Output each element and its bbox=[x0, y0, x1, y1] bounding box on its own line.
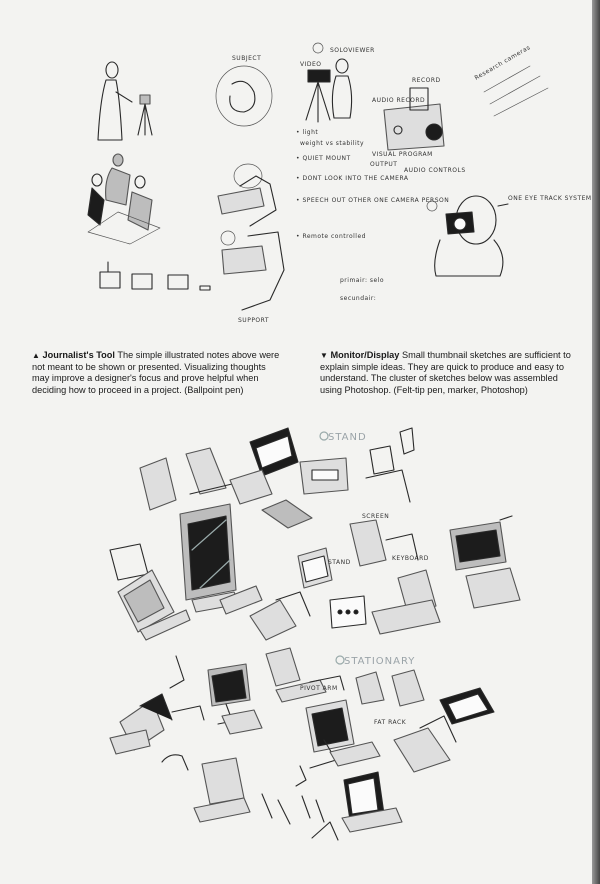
svg-text:weight vs stability: weight vs stability bbox=[300, 140, 364, 147]
caption-title: Monitor/Display bbox=[330, 350, 400, 360]
svg-text:STATIONARY: STATIONARY bbox=[344, 656, 415, 667]
presenter-figure-sketch bbox=[97, 61, 153, 141]
svg-text:SCREEN: SCREEN bbox=[362, 513, 389, 520]
thumbnail-boxes-sketch bbox=[99, 261, 211, 291]
side-note: Research cameras bbox=[474, 44, 549, 117]
down-triangle-icon: ▼ bbox=[320, 351, 328, 360]
caption-journalist-tool: ▲ Journalist's Tool The simple illustrat… bbox=[32, 350, 284, 396]
caption-body: The simple illustrated notes above were … bbox=[32, 350, 280, 395]
up-triangle-icon: ▲ bbox=[32, 351, 40, 360]
svg-text:SOLOVIEWER: SOLOVIEWER bbox=[330, 47, 375, 54]
journalist-sketches: SUBJECT SUPPORT SOLOVIEWER VIDEO bbox=[87, 42, 592, 324]
svg-text:AUDIO CONTROLS: AUDIO CONTROLS bbox=[404, 167, 466, 174]
subject-sketch: SUBJECT bbox=[215, 55, 273, 127]
svg-text:FAT RACK: FAT RACK bbox=[374, 719, 407, 726]
svg-text:KEYBOARD: KEYBOARD bbox=[392, 555, 429, 562]
svg-text:• light: • light bbox=[296, 129, 318, 136]
monitor-sketches: STAND STATIONARY bbox=[109, 427, 521, 841]
caption-title: Journalist's Tool bbox=[42, 350, 115, 360]
svg-text:AUDIO RECORD: AUDIO RECORD bbox=[372, 97, 425, 104]
svg-text:OUTPUT: OUTPUT bbox=[370, 161, 397, 168]
svg-text:ONE EYE TRACK SYSTEM: ONE EYE TRACK SYSTEM bbox=[508, 195, 592, 202]
svg-text:VIDEO: VIDEO bbox=[300, 61, 322, 68]
svg-text:primair: selo: primair: selo bbox=[340, 277, 384, 284]
svg-text:secundair:: secundair: bbox=[340, 295, 376, 302]
svg-text:• QUIET MOUNT: • QUIET MOUNT bbox=[296, 155, 351, 162]
svg-text:PIVOT ARM: PIVOT ARM bbox=[300, 685, 338, 692]
handwritten-notes: • light weight vs stability • QUIET MOUN… bbox=[296, 129, 449, 240]
svg-text:Research cameras: Research cameras bbox=[474, 44, 532, 82]
handheld-camera-sketch: SUPPORT bbox=[217, 163, 285, 324]
svg-text:SUBJECT: SUBJECT bbox=[232, 55, 261, 62]
svg-text:RECORD: RECORD bbox=[412, 77, 441, 84]
svg-text:STAND: STAND bbox=[328, 559, 351, 566]
one-eye-camera-sketch: ONE EYE TRACK SYSTEM bbox=[426, 195, 592, 277]
primair-notes: primair: selo secundair: bbox=[340, 277, 384, 302]
audio-record-device-sketch: AUDIO RECORD RECORD VISUAL PROGRAM OUTPU… bbox=[370, 77, 466, 174]
svg-text:• SPEECH OUT OTHER ONE CAMERA: • SPEECH OUT OTHER ONE CAMERA PERSON bbox=[296, 197, 449, 204]
caption-body: Small thumbnail sketches are sufficient … bbox=[320, 350, 571, 395]
tripod-video-sketch: SOLOVIEWER VIDEO bbox=[300, 42, 375, 123]
svg-text:VISUAL PROGRAM: VISUAL PROGRAM bbox=[372, 151, 433, 158]
svg-text:SUPPORT: SUPPORT bbox=[238, 317, 269, 324]
svg-text:• DONT LOOK INTO THE CAMERA: • DONT LOOK INTO THE CAMERA bbox=[296, 175, 409, 182]
page-edge bbox=[592, 0, 600, 884]
svg-text:• Remote controlled: • Remote controlled bbox=[296, 233, 366, 240]
svg-text:STAND: STAND bbox=[328, 432, 367, 443]
caption-monitor-display: ▼ Monitor/Display Small thumbnail sketch… bbox=[320, 350, 582, 396]
camera-crew-sketch bbox=[87, 153, 161, 245]
